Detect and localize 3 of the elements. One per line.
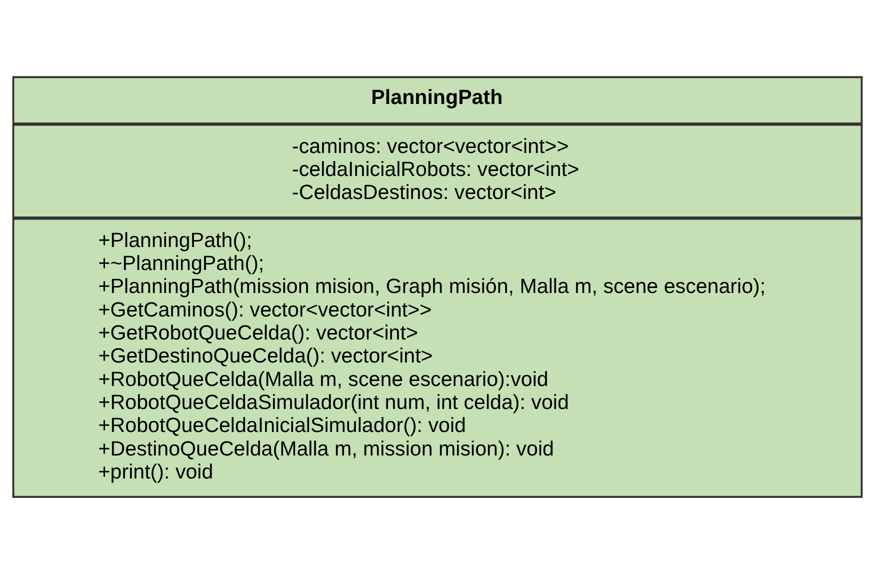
node-box: -caminos: vector<vector<int>> -celdaInicialRobots: vector<int> -CeldasDestinos: vector<int> — [12, 124, 863, 218]
node-box: +PlanningPath(); +~PlanningPath(); +PlanningPath(mission mision, Graph misión, Malla m, scene escenario); +GetCaminos(): vector<vector<int>> +GetRobotQueCelda(): vector<int> +GetDestinoQueCelda(): vector<int> +RobotQueCelda(Malla m, scene escenario):void +RobotQueCeldaSimulador(int num, int celda): void +RobotQueCeldaInicialSimulador(): void +DestinoQueCelda(Malla m, mission mision): void +print(): void — [12, 218, 863, 498]
node-box: PlanningPath — [12, 76, 863, 124]
